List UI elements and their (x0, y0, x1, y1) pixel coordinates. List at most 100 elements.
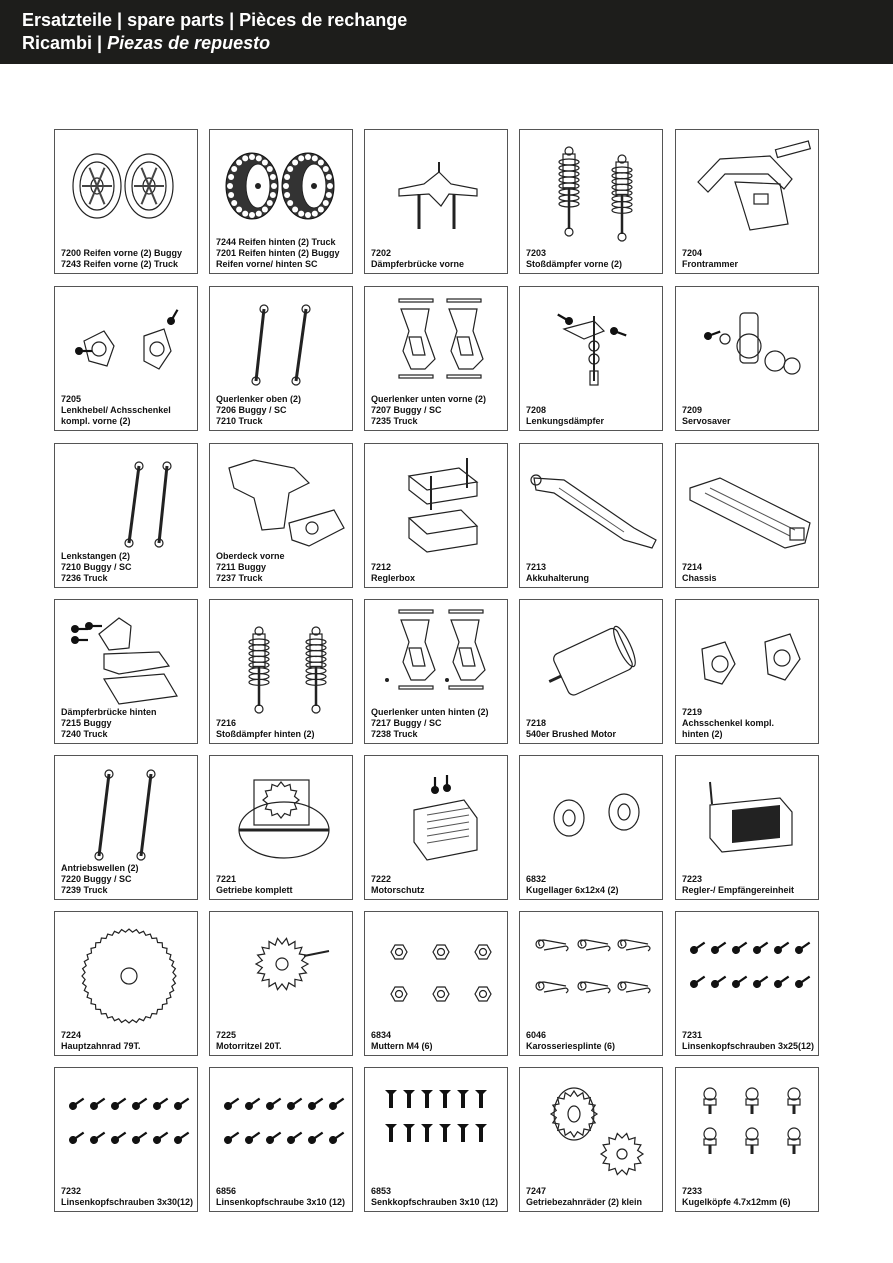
header-title-line2: Ricambi | Piezas de repuesto (22, 33, 270, 54)
part-cell: 7204 Frontrammer (675, 129, 819, 274)
part-cell: 7205 Lenkhebel/ Achsschenkel kompl. vorn… (54, 286, 198, 431)
upper-arm-icon (251, 304, 311, 386)
part-caption: Querlenker unten hinten (2) 7217 Buggy /… (371, 707, 489, 739)
part-caption: 7233 Kugelköpfe 4.7x12mm (6) (682, 1186, 791, 1207)
screw-icon (69, 1097, 190, 1144)
part-cell: 7222 Motorschutz (364, 755, 508, 900)
part-caption: 7216 Stoßdämpfer hinten (2) (216, 718, 315, 739)
part-cell: 7233 Kugelköpfe 4.7x12mm (6) (675, 1067, 819, 1212)
screw-icon (224, 1097, 345, 1144)
part-cell: Oberdeck vorne 7211 Buggy 7237 Truck (209, 443, 353, 588)
part-caption: 7218 540er Brushed Motor (526, 718, 617, 739)
part-caption: Querlenker unten vorne (2) 7207 Buggy / … (371, 394, 487, 426)
part-cell: 6853 Senkkopfschrauben 3x10 (12) (364, 1067, 508, 1212)
part-caption: 7200 Reifen vorne (2) Buggy 7243 Reifen … (61, 248, 183, 269)
part-caption: 7247 Getriebezahnräder (2) klein (526, 1186, 643, 1207)
steering-rod-icon (124, 461, 172, 548)
gearbox-icon (238, 779, 330, 859)
part-caption: 7203 Stoßdämpfer vorne (2) (526, 248, 623, 269)
part-cell: 7218 540er Brushed Motor (519, 599, 663, 744)
part-cell: 7232 Linsenkopfschrauben 3x30(12) (54, 1067, 198, 1212)
steering-knuckle-icon (75, 309, 179, 370)
part-cell: 7231 Linsenkopfschrauben 3x25(12) (675, 911, 819, 1056)
front-tire-icon (72, 153, 174, 219)
part-cell: 7223 Regler-/ Empfängereinheit (675, 755, 819, 900)
part-caption: 7219 Achsschenkel kompl. hinten (2) (682, 707, 775, 739)
front-shock-icon (558, 146, 633, 242)
header-title-line2-b: Piezas de repuesto (107, 33, 271, 53)
part-caption: 7212 Reglerbox (371, 562, 416, 583)
lower-arm-front-icon (398, 298, 484, 379)
part-cell: 7203 Stoßdämpfer vorne (2) (519, 129, 663, 274)
part-caption: 6853 Senkkopfschrauben 3x10 (12) (371, 1186, 499, 1207)
drive-shaft-icon (94, 769, 156, 861)
upper-deck-icon (228, 459, 345, 547)
part-caption: 7244 Reifen hinten (2) Truck 7201 Reifen… (216, 237, 340, 269)
part-cell: 7202 Dämpferbrücke vorne (364, 129, 508, 274)
pinion-gear-icon (254, 937, 330, 991)
ball-head-icon (703, 1087, 801, 1154)
rear-hub-icon (701, 633, 801, 685)
part-cell: 7209 Servosaver (675, 286, 819, 431)
part-caption: Dämpferbrücke hinten 7215 Buggy 7240 Tru… (61, 707, 157, 739)
part-cell: Querlenker oben (2) 7206 Buggy / SC 7210… (209, 286, 353, 431)
page-header: Ersatzteile | spare parts | Pièces de re… (0, 0, 893, 64)
part-caption: 7222 Motorschutz (371, 874, 425, 895)
steering-damper-icon (557, 313, 627, 386)
servo-saver-icon (704, 312, 801, 375)
part-caption: 6832 Kugellager 6x12x4 (2) (526, 874, 619, 895)
part-cell: Antriebswellen (2) 7220 Buggy / SC 7239 … (54, 755, 198, 900)
part-cell: 7216 Stoßdämpfer hinten (2) (209, 599, 353, 744)
receiver-unit-icon (709, 781, 793, 853)
header-title-line2-a: Ricambi | (22, 33, 108, 53)
body-clip-icon (535, 939, 651, 994)
part-caption: Lenkstangen (2) 7210 Buggy / SC 7236 Tru… (61, 551, 132, 583)
part-cell: Dämpferbrücke hinten 7215 Buggy 7240 Tru… (54, 599, 198, 744)
part-cell: 7221 Getriebe komplett (209, 755, 353, 900)
part-cell: Querlenker unten vorne (2) 7207 Buggy / … (364, 286, 508, 431)
part-cell: Querlenker unten hinten (2) 7217 Buggy /… (364, 599, 508, 744)
ball-bearing-icon (553, 793, 640, 837)
part-cell: 6046 Karosseriesplinte (6) (519, 911, 663, 1056)
part-caption: Antriebswellen (2) 7220 Buggy / SC 7239 … (61, 863, 139, 895)
screw-icon (690, 941, 811, 988)
part-caption: Querlenker oben (2) 7206 Buggy / SC 7210… (216, 394, 302, 426)
part-cell: 6856 Linsenkopfschraube 3x10 (12) (209, 1067, 353, 1212)
part-cell: 6832 Kugellager 6x12x4 (2) (519, 755, 663, 900)
part-caption: 7224 Hauptzahnrad 79T. (61, 1030, 141, 1051)
rear-shock-tower-icon (71, 617, 178, 705)
front-bumper-icon (697, 140, 812, 231)
part-caption: 7209 Servosaver (682, 405, 731, 426)
part-caption: 7223 Regler-/ Empfängereinheit (682, 874, 795, 895)
lower-arm-rear-icon (385, 609, 486, 690)
part-caption: 7221 Getriebe komplett (216, 874, 293, 895)
countersunk-screw-icon (385, 1090, 487, 1142)
part-caption: 7213 Akkuhalterung (526, 562, 590, 583)
part-cell: 7208 Lenkungsdämpfer (519, 286, 663, 431)
part-caption: 6046 Karosseriesplinte (6) (526, 1030, 616, 1051)
part-cell: 7244 Reifen hinten (2) Truck 7201 Reifen… (209, 129, 353, 274)
rear-shock-icon (248, 626, 327, 714)
battery-holder-icon (530, 474, 657, 549)
esc-box-icon (407, 458, 479, 553)
part-caption: 7202 Dämpferbrücke vorne (371, 248, 465, 269)
part-caption: 7231 Linsenkopfschrauben 3x25(12) (682, 1030, 815, 1051)
part-cell: 7213 Akkuhalterung (519, 443, 663, 588)
chassis-icon (689, 477, 811, 549)
front-shock-tower-icon (398, 162, 478, 229)
part-caption: 7232 Linsenkopfschrauben 3x30(12) (61, 1186, 194, 1207)
part-caption: 7205 Lenkhebel/ Achsschenkel kompl. vorn… (61, 394, 171, 426)
small-gears-icon (549, 1087, 645, 1176)
motor-guard-icon (413, 775, 478, 861)
part-caption: 7208 Lenkungsdämpfer (526, 405, 605, 426)
part-cell: Lenkstangen (2) 7210 Buggy / SC 7236 Tru… (54, 443, 198, 588)
nut-icon (390, 944, 492, 1002)
part-cell: 7224 Hauptzahnrad 79T. (54, 911, 198, 1056)
part-caption: 6834 Muttern M4 (6) (371, 1030, 433, 1051)
part-cell: 7200 Reifen vorne (2) Buggy 7243 Reifen … (54, 129, 198, 274)
part-cell: 7219 Achsschenkel kompl. hinten (2) (675, 599, 819, 744)
spur-gear-icon (81, 928, 177, 1024)
part-cell: 6834 Muttern M4 (6) (364, 911, 508, 1056)
motor-icon (548, 625, 636, 696)
part-caption: 7204 Frontrammer (682, 248, 739, 269)
